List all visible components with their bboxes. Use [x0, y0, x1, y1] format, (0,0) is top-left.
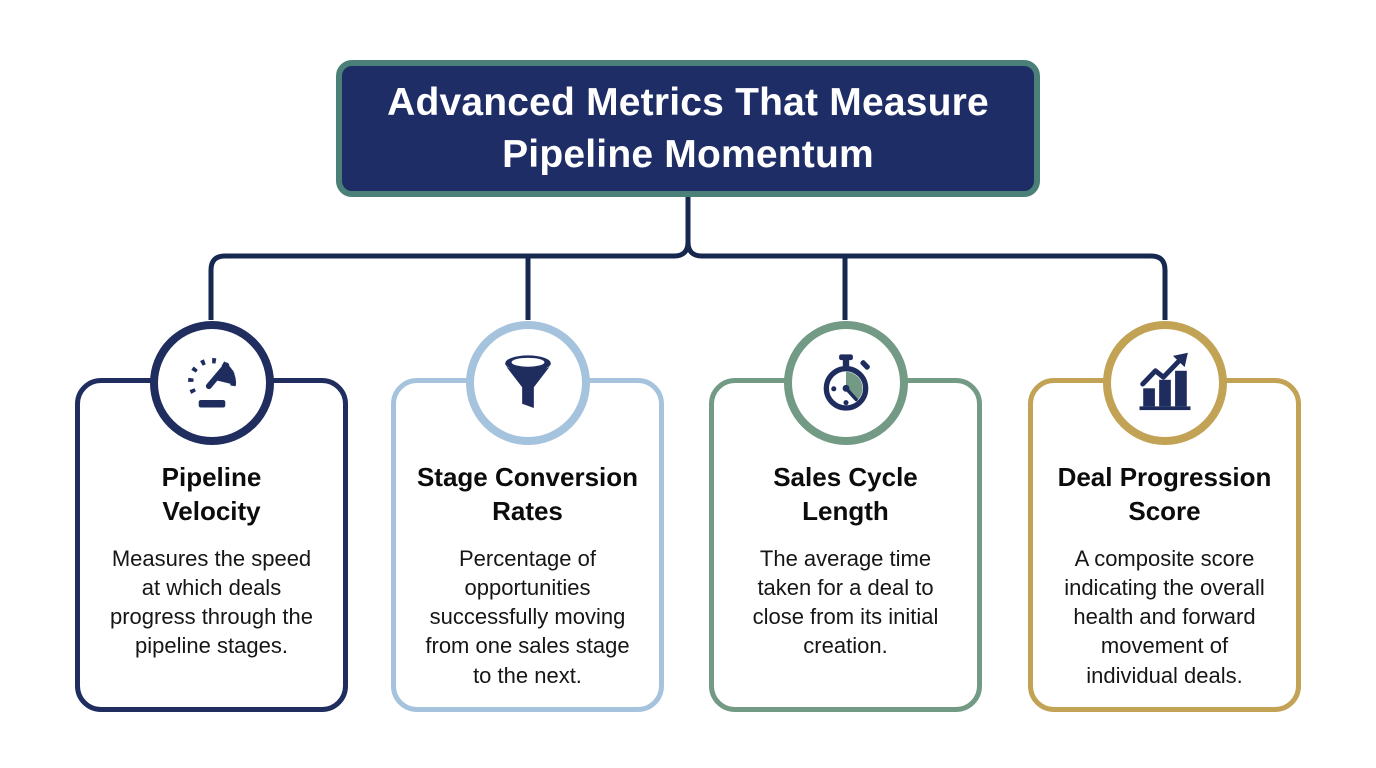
card-heading: Pipeline Velocity — [161, 462, 262, 526]
funnel-icon — [504, 355, 551, 408]
card-heading: Stage Conversion Rates — [416, 462, 639, 526]
card-heading: Deal Progression Score — [1057, 462, 1272, 526]
card-content: Stage Conversion Rates Percentage of opp… — [396, 383, 659, 690]
card-stage-conversion-rates: Stage Conversion Rates Percentage of opp… — [391, 321, 664, 712]
sales-cycle-icon-badge — [783, 321, 908, 445]
title-box: Advanced Metrics That Measure Pipeline M… — [336, 60, 1040, 197]
card-content: Deal Progression Score A composite score… — [1033, 383, 1296, 690]
speedometer-icon — [187, 358, 236, 408]
card-body: Measures the speed at which deals progre… — [109, 545, 314, 659]
bar-chart-arrow-icon — [1139, 352, 1190, 411]
card-body: A composite score indicating the overall… — [1064, 545, 1265, 688]
card-pipeline-velocity: Pipeline Velocity Measures the speed at … — [75, 321, 348, 712]
page-title: Advanced Metrics That Measure Pipeline M… — [387, 81, 989, 176]
card-content: Pipeline Velocity Measures the speed at … — [80, 383, 343, 661]
card-heading: Sales Cycle Length — [773, 462, 918, 526]
stage-conversion-icon-badge — [465, 321, 590, 445]
stopwatch-icon — [823, 354, 870, 411]
card-sales-cycle-length: Sales Cycle Length The average time take… — [709, 321, 982, 712]
deal-progression-icon-badge — [1102, 321, 1227, 445]
pipeline-velocity-icon-badge — [149, 321, 274, 445]
card-body: Percentage of opportunities successfully… — [425, 545, 630, 688]
card-body: The average time taken for a deal to clo… — [752, 545, 939, 659]
card-content: Sales Cycle Length The average time take… — [714, 383, 977, 661]
card-deal-progression-score: Deal Progression Score A composite score… — [1028, 321, 1301, 712]
